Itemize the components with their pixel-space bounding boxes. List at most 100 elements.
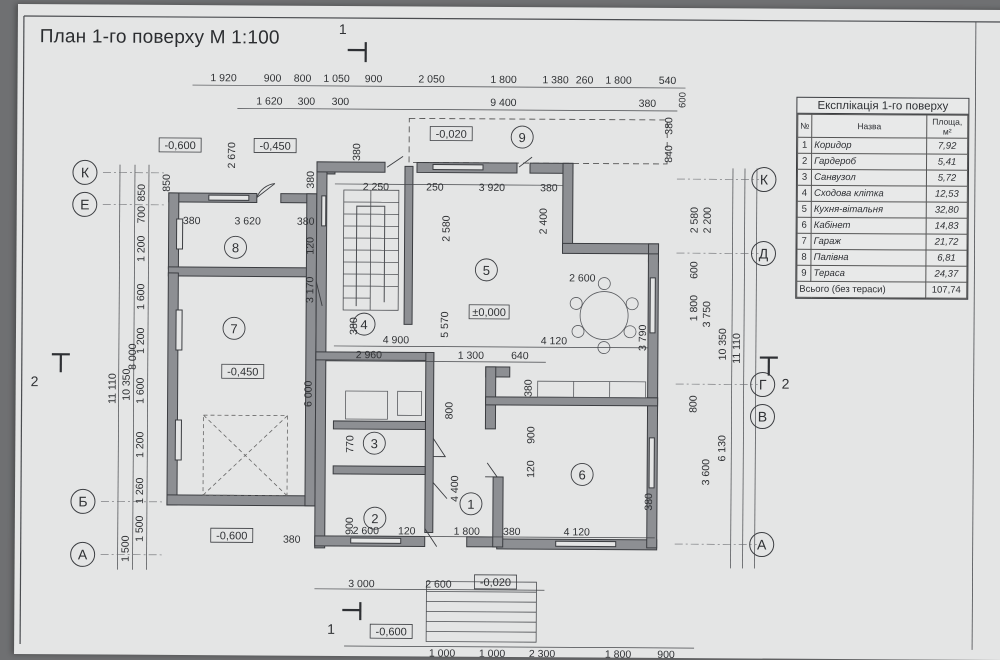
dim-v-11: 380 bbox=[348, 317, 360, 335]
dim-int-1: 2 250 bbox=[363, 181, 390, 193]
row-area: 14,83 bbox=[926, 218, 967, 234]
dim-right-6: 3 750 bbox=[701, 301, 713, 328]
dim-v-6: 120 bbox=[304, 237, 316, 255]
dim-top-3: 800 bbox=[294, 73, 312, 85]
section-1-top: 1 bbox=[339, 21, 347, 37]
dim-top-8: 1 380 bbox=[542, 74, 569, 86]
row-no: 5 bbox=[797, 201, 811, 217]
dim-right-8: 3 600 bbox=[700, 459, 712, 486]
row-no: 8 bbox=[797, 249, 811, 265]
dim-left-total-1: 11 110 bbox=[107, 373, 119, 404]
dim-right-7: 6 130 bbox=[716, 435, 728, 462]
dim-int-12: 1 300 bbox=[458, 350, 485, 362]
dim-int-7: 380 bbox=[297, 216, 315, 228]
dim-v-18: 900 bbox=[344, 517, 356, 535]
row-name: Гараж bbox=[811, 233, 926, 250]
dim-top-1: 1 920 bbox=[210, 72, 237, 84]
dim-top2-5: 380 bbox=[639, 98, 657, 110]
room-schedule-heading: Експлікація 1-го поверху bbox=[797, 98, 968, 115]
room-number-8: 8 bbox=[232, 240, 239, 255]
row-no: 3 bbox=[797, 169, 811, 185]
dim-v-14: 770 bbox=[344, 435, 356, 453]
dim-bottom-5: 1 800 bbox=[605, 649, 632, 660]
drawing-sheet: План 1-го поверху М 1:100 bbox=[14, 4, 1000, 660]
col-no-header: № bbox=[798, 114, 812, 137]
dim-v-5: 380 bbox=[305, 171, 317, 189]
axis-label-e-left: Е bbox=[80, 196, 89, 212]
dim-int-13: 640 bbox=[511, 350, 529, 362]
dim-right-5: 800 bbox=[688, 395, 700, 413]
dim-v-16: 120 bbox=[525, 460, 537, 478]
dim-int-9: 4 900 bbox=[383, 334, 410, 346]
axis-label-a-right: А bbox=[757, 537, 767, 553]
col-name-header: Назва bbox=[812, 114, 927, 138]
dim-v-19: 380 bbox=[643, 493, 655, 511]
room-number-7: 7 bbox=[230, 321, 237, 336]
level-terrace: -0,020 bbox=[436, 129, 467, 141]
dim-right-9: 10 350 bbox=[717, 328, 729, 360]
row-no: 6 bbox=[797, 217, 811, 233]
room-schedule-table: Експлікація 1-го поверху № Назва Площа, … bbox=[795, 97, 969, 300]
dim-left-9: 1 260 bbox=[134, 477, 146, 504]
room-number-6: 6 bbox=[578, 467, 585, 482]
dim-top-11: 540 bbox=[659, 75, 677, 87]
dim-v-3: 380 bbox=[663, 117, 675, 135]
dim-int-6: 3 620 bbox=[234, 215, 261, 227]
dim-left-10: 1 500 bbox=[134, 515, 146, 542]
dim-v-20: 3 790 bbox=[637, 324, 649, 351]
dim-int-16: 1 800 bbox=[454, 526, 481, 538]
row-area: 32,80 bbox=[926, 202, 967, 218]
dim-int-17: 380 bbox=[503, 526, 521, 538]
dim-bottom-6: 900 bbox=[657, 649, 675, 660]
staircase bbox=[343, 190, 399, 310]
table-header-row: № Назва Площа, м² bbox=[798, 114, 968, 138]
row-no: 4 bbox=[797, 185, 811, 201]
row-name: Кабінет bbox=[811, 217, 926, 234]
axis-label-a-left: А bbox=[78, 546, 88, 562]
row-no: 1 bbox=[798, 137, 812, 153]
axis-label-d-right: Д bbox=[759, 246, 769, 262]
row-name: Коридор bbox=[812, 137, 927, 154]
room-number-9: 9 bbox=[519, 130, 526, 145]
dim-int-8: 2 600 bbox=[569, 272, 596, 284]
garage-car bbox=[203, 415, 287, 496]
dim-v-7: 3 170 bbox=[304, 276, 316, 303]
level-ground-b: -0,600 bbox=[376, 626, 407, 638]
dim-left-3: 850 bbox=[161, 174, 173, 192]
dim-int-5: 380 bbox=[183, 215, 201, 227]
section-1-bottom: 1 bbox=[327, 621, 335, 637]
dim-top-5: 900 bbox=[365, 73, 383, 85]
dim-left-1: 850 bbox=[136, 184, 148, 202]
level-entry: -0,020 bbox=[480, 577, 511, 589]
total-area: 107,74 bbox=[926, 282, 967, 298]
dim-top2-4: 9 400 bbox=[490, 97, 517, 109]
dim-right-3: 600 bbox=[688, 261, 700, 279]
dim-top-7: 1 800 bbox=[490, 74, 517, 86]
room-number-1: 1 bbox=[467, 497, 474, 512]
dim-v-2: 840 bbox=[663, 145, 675, 163]
row-name: Тераса bbox=[811, 265, 926, 282]
terrace-outline bbox=[409, 118, 667, 164]
axis-markers-right bbox=[750, 167, 776, 556]
dim-right-10: 11 110 bbox=[731, 333, 743, 364]
dim-left-total-4: 6 000 bbox=[303, 380, 315, 407]
dim-v-13: 380 bbox=[523, 379, 535, 397]
row-name: Кухня-вітальня bbox=[811, 201, 926, 218]
row-area: 24,37 bbox=[926, 266, 967, 282]
dim-int-2: 250 bbox=[426, 181, 444, 193]
dim-left-total-2: 10 350 bbox=[121, 368, 133, 400]
row-name: Гардероб bbox=[812, 153, 927, 170]
table-total-row: Всього (без тераси) 107,74 bbox=[797, 281, 967, 298]
dim-left-5: 1 600 bbox=[135, 283, 147, 310]
dim-top-4: 1 050 bbox=[323, 73, 350, 85]
dim-int-18: 4 120 bbox=[564, 526, 591, 538]
dim-top2-3: 300 bbox=[332, 96, 350, 108]
axis-label-b-left: Б bbox=[78, 493, 87, 509]
dim-int-4: 380 bbox=[540, 182, 558, 194]
axis-label-v-right: В bbox=[758, 409, 767, 425]
level-boiler: -0,450 bbox=[259, 140, 290, 152]
dim-int-19: 380 bbox=[283, 534, 301, 546]
